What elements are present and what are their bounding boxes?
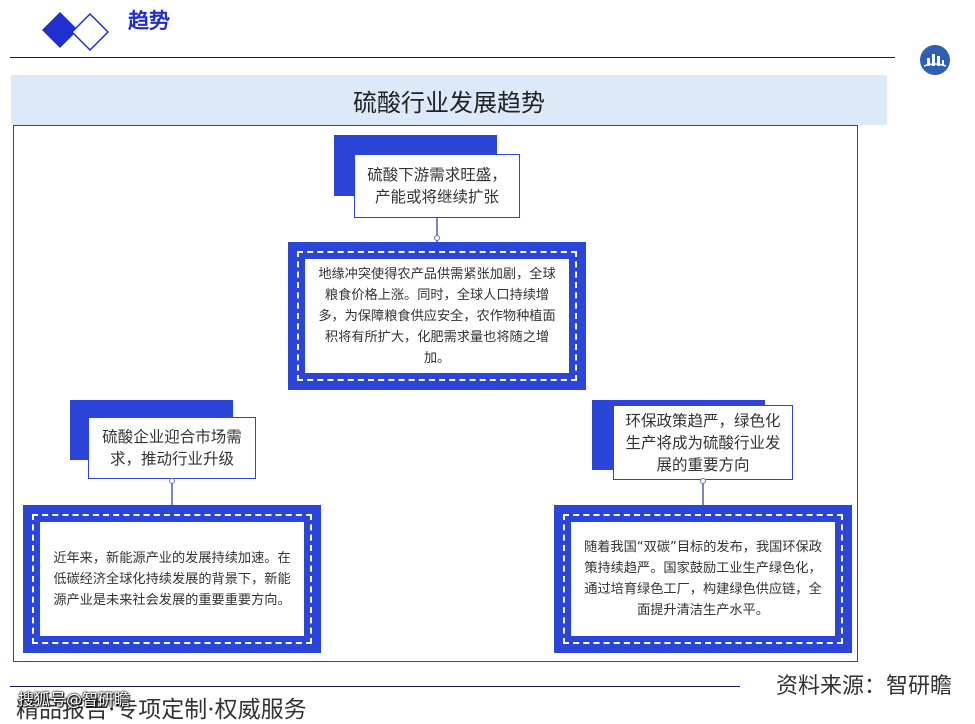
left-detail-text: 近年来，新能源产业的发展持续加速。在低碳经济全球化持续发展的背景下，新能源产业是… [53, 550, 291, 608]
company-logo-icon [920, 45, 950, 75]
left-headline-text: 硫酸企业迎合市场需求，推动行业升级 [102, 428, 242, 468]
top-detail-text: 地缘冲突使得农产品供需紧张加剧，全球粮食价格上涨。同时，全球人口持续增多，为保障… [318, 266, 556, 366]
footer-divider [10, 686, 740, 687]
right-detail-dashed-border: 随着我国“双碳”目标的发布，我国环保政策持续趋严。国家鼓励工业生产绿色化，通过培… [563, 514, 843, 644]
left-detail-box: 近年来，新能源产业的发展持续加速。在低碳经济全球化持续发展的背景下，新能源产业是… [23, 505, 321, 653]
right-detail-text: 随着我国“双碳”目标的发布，我国环保政策持续趋严。国家鼓励工业生产绿色化，通过培… [584, 540, 822, 618]
right-detail-box: 随着我国“双碳”目标的发布，我国环保政策持续趋严。国家鼓励工业生产绿色化，通过培… [554, 505, 852, 653]
top-headline-text: 硫酸下游需求旺盛，产能或将继续扩张 [367, 166, 507, 206]
right-connector-dot [700, 478, 706, 484]
diamond-logo-icon [42, 12, 110, 52]
left-headline-box: 硫酸企业迎合市场需求，推动行业升级 [88, 417, 256, 479]
header-divider [10, 57, 895, 58]
right-detail-content: 随着我国“双碳”目标的发布，我国环保政策持续趋严。国家鼓励工业生产绿色化，通过培… [571, 522, 835, 636]
top-connector [436, 218, 438, 243]
right-headline-box: 环保政策趋严，绿色化生产将成为硫酸行业发展的重要方向 [613, 405, 793, 480]
top-connector-dot [434, 235, 440, 241]
top-headline-box: 硫酸下游需求旺盛，产能或将继续扩张 [354, 154, 520, 218]
source-label: 资料来源：智研瞻 [776, 674, 953, 699]
diagram-frame [13, 125, 858, 662]
left-connector-dot [169, 478, 175, 484]
page-title: 硫酸行业发展趋势 [353, 88, 545, 117]
watermark: 搜狐号@智研瞻 [18, 690, 131, 709]
right-headline-text: 环保政策趋严，绿色化生产将成为硫酸行业发展的重要方向 [625, 411, 781, 474]
left-connector [171, 479, 173, 506]
header-title: 趋势 [128, 9, 170, 33]
title-bar: 硫酸行业发展趋势 [11, 75, 887, 125]
left-detail-content: 近年来，新能源产业的发展持续加速。在低碳经济全球化持续发展的背景下，新能源产业是… [40, 522, 304, 636]
top-detail-content: 地缘冲突使得农产品供需紧张加剧，全球粮食价格上涨。同时，全球人口持续增多，为保障… [305, 259, 569, 373]
right-connector [702, 480, 704, 506]
left-detail-dashed-border: 近年来，新能源产业的发展持续加速。在低碳经济全球化持续发展的背景下，新能源产业是… [32, 514, 312, 644]
top-detail-dashed-border: 地缘冲突使得农产品供需紧张加剧，全球粮食价格上涨。同时，全球人口持续增多，为保障… [297, 251, 577, 381]
top-detail-box: 地缘冲突使得农产品供需紧张加剧，全球粮食价格上涨。同时，全球人口持续增多，为保障… [288, 242, 586, 390]
